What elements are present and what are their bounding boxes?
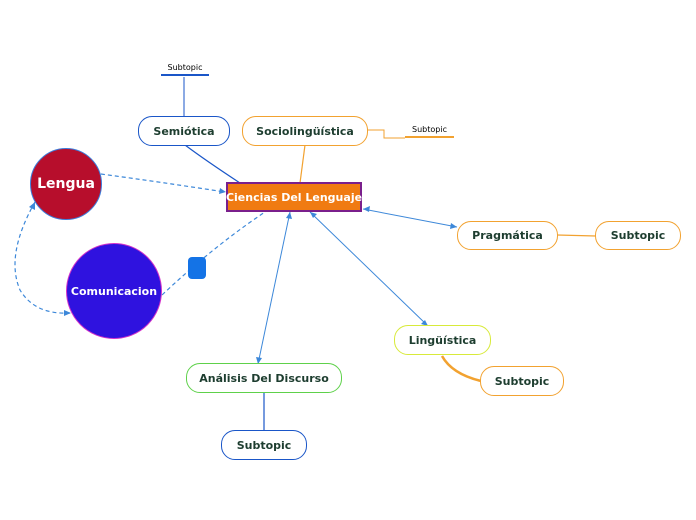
floating-subtopic-label: Subtopic — [167, 63, 203, 72]
topic-pragmatica[interactable]: Pragmática — [457, 221, 558, 250]
drag-handle[interactable] — [188, 257, 206, 279]
link-comunicacion-central — [161, 209, 269, 296]
subtopic-pragmatica[interactable]: Subtopic — [595, 221, 681, 250]
floating-subtopic-semiotica[interactable]: Subtopic — [161, 63, 209, 76]
subtopic-analisis-del-discurso[interactable]: Subtopic — [221, 430, 307, 460]
arrowhead — [450, 223, 457, 229]
subtopic-label: Subtopic — [610, 229, 666, 242]
subtopic-label: Subtopic — [236, 438, 292, 452]
arrowhead — [29, 202, 35, 210]
link-sociolinguistica-subtopic — [367, 129, 405, 139]
topic-analisis-del-discurso[interactable]: Análisis Del Discurso — [186, 363, 342, 393]
arrowhead — [219, 188, 226, 194]
link-lengua-comunicacion — [14, 201, 71, 314]
topic-label: Análisis Del Discurso — [199, 371, 329, 385]
link-pragmatica-subtopic — [556, 234, 597, 237]
link-central-sociolinguistica — [299, 144, 306, 184]
subtopic-label: Subtopic — [494, 374, 550, 388]
topic-label: Sociolingüística — [256, 124, 354, 138]
circle-comunicacion[interactable]: Comunicacion — [66, 243, 162, 339]
topic-sociolinguistica[interactable]: Sociolingüística — [242, 116, 368, 146]
arrowhead — [363, 206, 370, 212]
circle-lengua[interactable]: Lengua — [30, 148, 102, 220]
arrowhead — [256, 357, 262, 364]
link-central-analisis — [257, 211, 291, 365]
topic-label: Lingüística — [408, 333, 477, 347]
subtopic-underline — [405, 136, 454, 138]
arrowhead — [421, 320, 428, 326]
topic-semiotica[interactable]: Semiótica — [138, 116, 230, 146]
subtopic-underline — [161, 74, 209, 76]
floating-subtopic-sociolinguistica[interactable]: Subtopic — [405, 125, 454, 138]
link-central-pragmatica — [362, 208, 458, 228]
floating-subtopic-label: Subtopic — [412, 125, 447, 134]
topic-label: Semiótica — [153, 124, 215, 138]
circle-label: Comunicacion — [70, 284, 158, 298]
arrowhead — [286, 212, 292, 219]
arrowhead — [310, 212, 317, 218]
link-central-semiotica — [184, 144, 241, 184]
link-lengua-central — [100, 173, 226, 193]
central-topic-ciencias-del-lenguaje[interactable]: Ciencias Del Lenguaje — [226, 182, 362, 212]
topic-label: Pragmática — [472, 229, 543, 242]
subtopic-linguistica[interactable]: Subtopic — [480, 366, 564, 396]
link-central-linguistica — [309, 211, 429, 327]
circle-label: Lengua — [37, 176, 95, 192]
central-topic-label: Ciencias Del Lenguaje — [225, 190, 363, 204]
link-linguistica-subtopic — [440, 355, 482, 383]
topic-linguistica[interactable]: Lingüística — [394, 325, 491, 355]
arrowhead — [64, 310, 71, 316]
